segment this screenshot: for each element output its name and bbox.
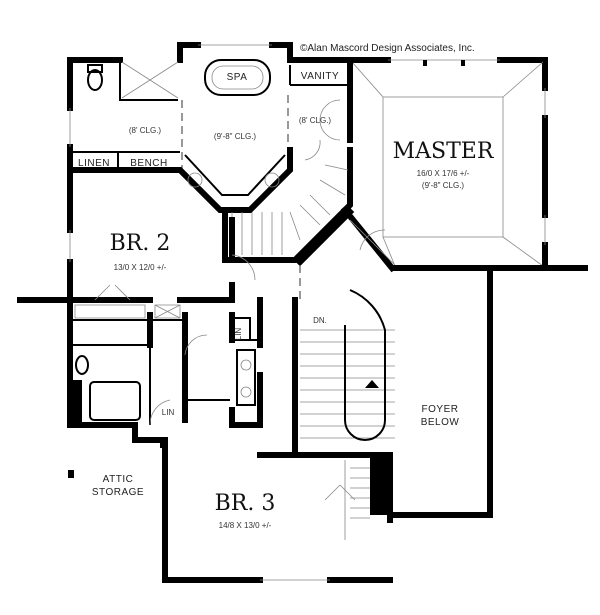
master-bedroom — [347, 57, 588, 271]
attic-label: STORAGE — [92, 487, 144, 498]
br2-size: 13/0 X 12/0 +/- — [114, 263, 167, 272]
lin-label: LIN — [162, 408, 175, 417]
bedroom-3 — [68, 437, 393, 583]
copyright: ©Alan Mascord Design Associates, Inc. — [300, 43, 475, 54]
foyer-label: FOYER — [422, 404, 459, 415]
master-ceiling: (9'-8" CLG.) — [422, 181, 464, 190]
linen-label: LINEN — [78, 158, 110, 169]
master-name: MASTER — [393, 139, 495, 164]
ceiling-label: (8' CLG.) — [299, 116, 332, 125]
stairs-down-label: DN. — [313, 316, 327, 325]
vanity-label: VANITY — [301, 71, 339, 82]
attic-label: ATTIC — [103, 474, 134, 485]
ceiling-label: (9'-8" CLG.) — [214, 132, 256, 141]
master-bath — [67, 42, 353, 213]
spa-label: SPA — [227, 72, 248, 83]
ceiling-label: (8' CLG.) — [129, 126, 162, 135]
lin-label: LIN — [234, 328, 243, 341]
br2-name: BR. 2 — [110, 231, 171, 256]
br3-name: BR. 3 — [215, 491, 276, 516]
main-stair — [292, 265, 493, 540]
master-size: 16/0 X 17/6 +/- — [417, 169, 470, 178]
curved-stair — [222, 147, 397, 273]
secondary-baths — [67, 297, 263, 443]
br3-size: 14/8 X 13/0 +/- — [219, 521, 272, 530]
foyer-label: BELOW — [421, 417, 460, 428]
bench-label: BENCH — [130, 158, 168, 169]
bedroom-2 — [17, 167, 256, 303]
